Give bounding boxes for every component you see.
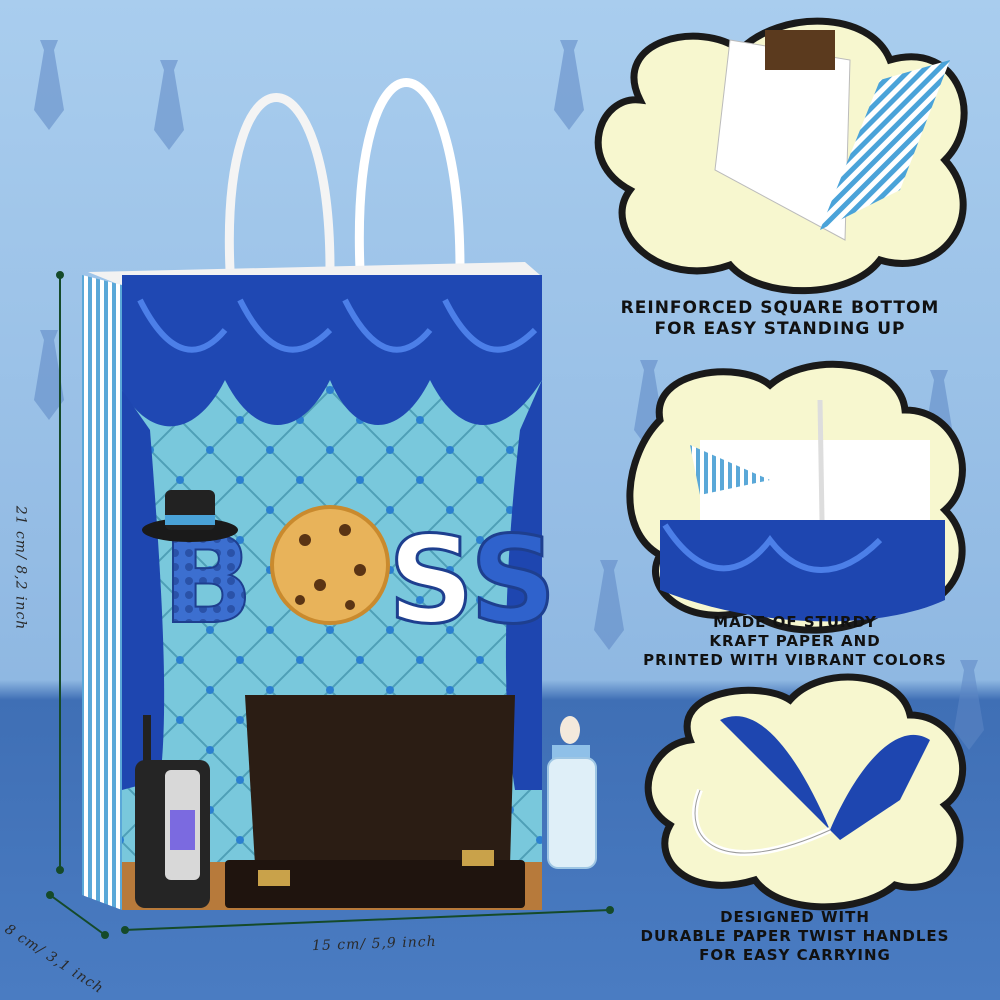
phone-icon xyxy=(135,715,210,908)
feature-2-line-3: printed with vibrant colors xyxy=(643,650,947,669)
height-dimension-label: 21 cm/ 8,2 inch xyxy=(12,505,29,631)
feature-caption-kraft-paper: Made of sturdy kraft paper and printed w… xyxy=(615,613,975,669)
feature-caption-square-bottom: Reinforced square bottom for easy standi… xyxy=(615,298,945,341)
boss-title: B S S xyxy=(142,490,558,653)
cloud-detail-kraft-paper xyxy=(626,360,966,634)
curtain-valance xyxy=(122,275,542,427)
briefcase-icon xyxy=(225,695,525,908)
depth-dimension-line xyxy=(49,894,106,936)
boss-letter-s2: S xyxy=(470,512,556,651)
feature-3-line-3: for easy carrying xyxy=(699,945,891,964)
boss-letter-o-cookie xyxy=(270,505,390,625)
baby-bottle-icon xyxy=(547,716,597,869)
feature-caption-twist-handles: Designed with durable paper twist handle… xyxy=(615,908,975,964)
top-hat-icon xyxy=(142,490,238,542)
feature-1-line-1: Reinforced square bottom xyxy=(620,298,940,318)
bag-handle-back xyxy=(224,93,335,271)
boss-letter-s1: S xyxy=(388,512,474,651)
cloud-detail-twist-handles xyxy=(644,673,966,911)
bag-handle-front xyxy=(354,78,465,271)
feature-2-line-2: kraft paper and xyxy=(709,631,881,650)
dimension-lines xyxy=(46,271,614,939)
width-dimension-line xyxy=(124,909,611,931)
curtain-right xyxy=(505,380,542,790)
curtain-left xyxy=(122,390,165,790)
feature-3-line-2: durable paper twist handles xyxy=(640,926,950,945)
feature-3-line-1: Designed with xyxy=(720,908,870,926)
bag-side-gusset xyxy=(82,275,122,910)
feature-2-line-1: Made of sturdy xyxy=(713,613,877,631)
cloud-detail-square-bottom xyxy=(594,17,968,295)
feature-1-line-2: for easy standing up xyxy=(654,319,906,340)
gift-bag: B S S xyxy=(82,78,597,910)
